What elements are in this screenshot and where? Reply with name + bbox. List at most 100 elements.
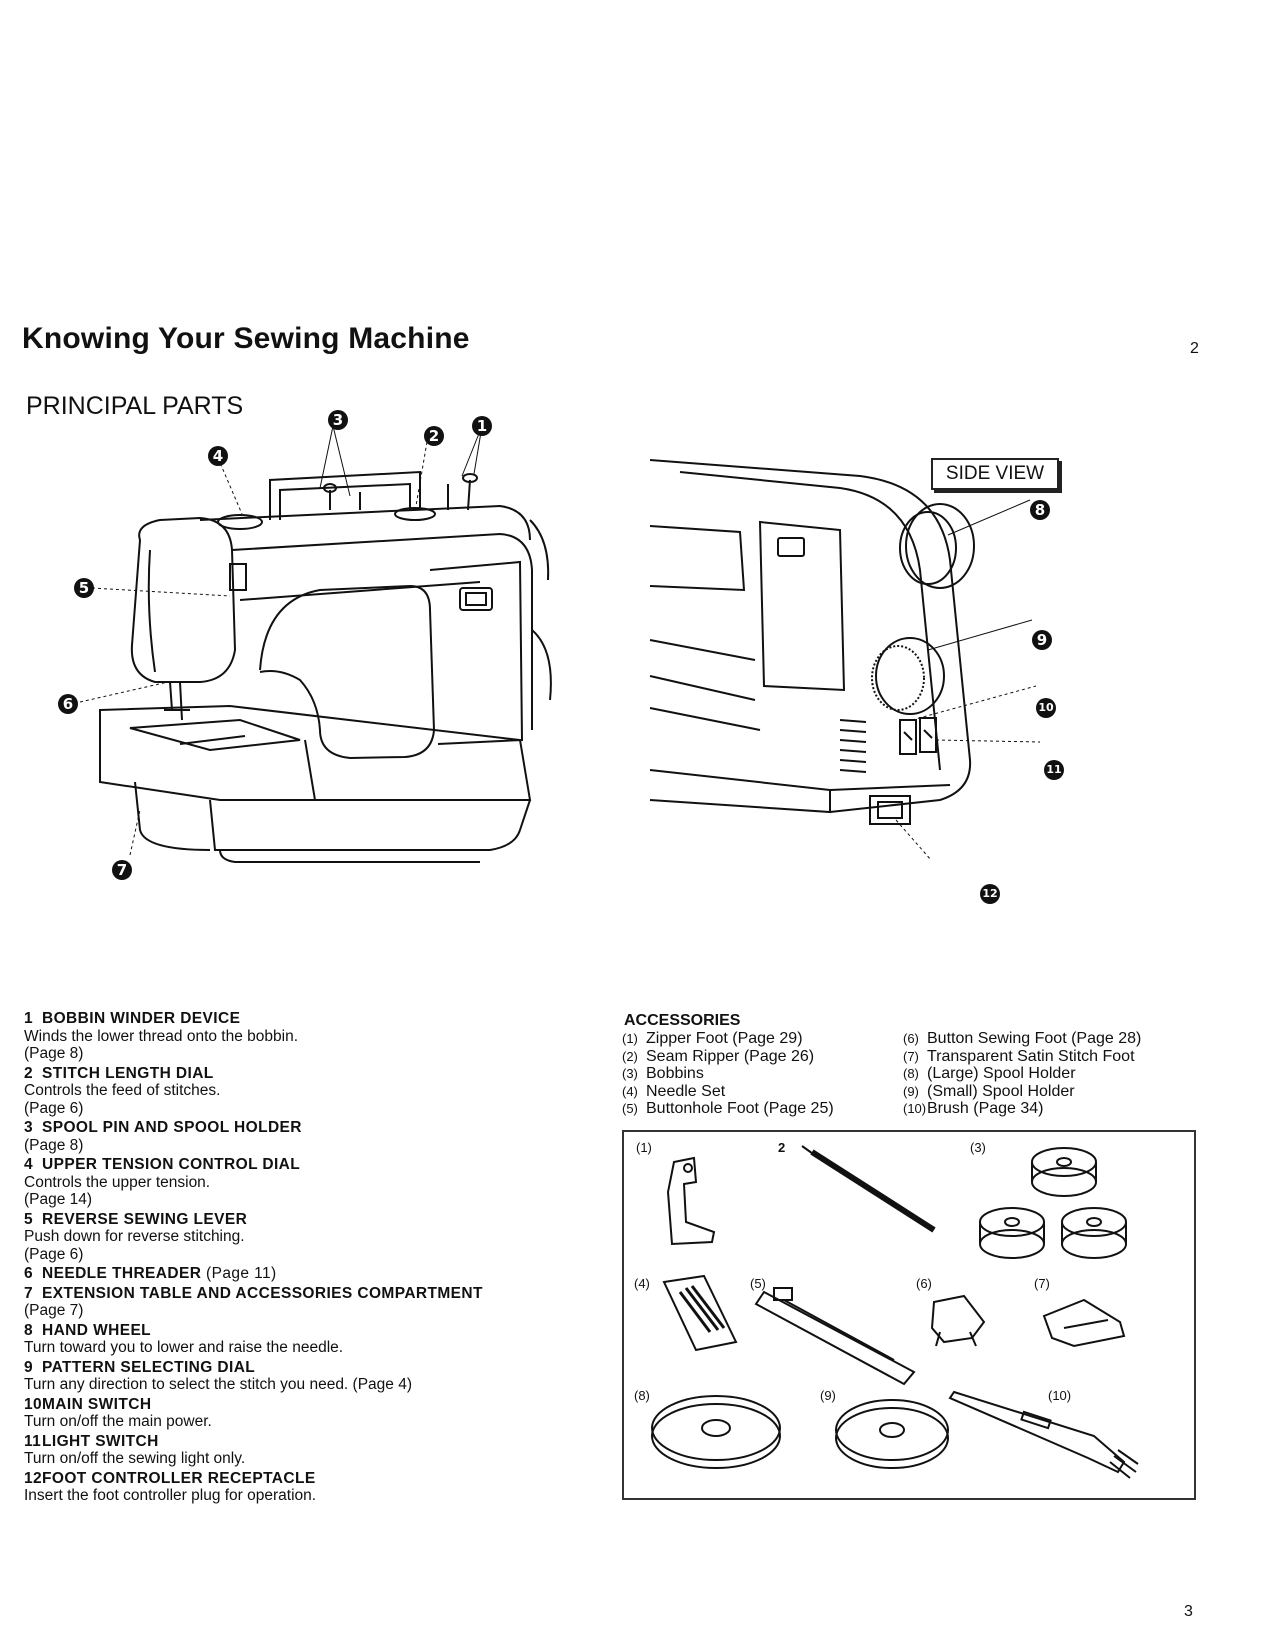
- accessory-number: (2): [622, 1048, 638, 1064]
- part-item-1: 1 BOBBIN WINDER DEVICE Winds the lower th…: [24, 1010, 584, 1063]
- part-number: 6: [24, 1265, 34, 1282]
- part-description: (Page 14): [24, 1191, 93, 1208]
- part-item-2: 2 STITCH LENGTH DIAL Controls the feed of…: [24, 1065, 584, 1118]
- part-number: 2: [24, 1064, 34, 1082]
- accessory-label: Seam Ripper (Page 26): [646, 1047, 815, 1065]
- parts-list: 1 BOBBIN WINDER DEVICE Winds the lower th…: [24, 1010, 584, 1507]
- part-number: 7: [24, 1284, 34, 1302]
- part-description: Turn toward you to lower and raise the n…: [24, 1339, 344, 1356]
- part-description: (Page 6): [24, 1099, 84, 1117]
- part-title: SPOOL PIN AND SPOOL HOLDER: [42, 1119, 302, 1136]
- accessory-label-1: (1): [636, 1140, 652, 1155]
- accessory-label: Needle Set: [646, 1082, 726, 1100]
- callout-4: 4: [208, 446, 228, 466]
- callout-1: 1: [472, 416, 492, 436]
- accessory-label: Buttonhole Foot (Page 25): [646, 1100, 834, 1118]
- callout-9: 9: [1032, 630, 1052, 650]
- accessory-number: (5): [622, 1101, 638, 1117]
- callout-11: 11: [1044, 760, 1064, 780]
- part-description: Controls the feed of stitches.: [24, 1082, 221, 1099]
- part-number: 8: [24, 1321, 34, 1339]
- accessory-label-10: (10): [1048, 1388, 1072, 1403]
- callout-12: 12: [980, 884, 1000, 904]
- accessory-number: (6): [903, 1031, 919, 1046]
- part-item-4: 4 UPPER TENSION CONTROL DIAL Controls the…: [24, 1156, 584, 1209]
- part-title: HAND WHEEL: [42, 1321, 152, 1339]
- part-description: Controls the upper tension.: [24, 1173, 211, 1191]
- accessory-label: (Large) Spool Holder: [927, 1065, 1076, 1083]
- part-description: (Page 8): [24, 1136, 84, 1154]
- callout-10: 10: [1036, 698, 1056, 718]
- part-title: STITCH LENGTH DIAL: [42, 1064, 214, 1082]
- part-description: Turn any direction to select the stitch …: [24, 1376, 412, 1393]
- page-number-bottom: 3: [1184, 1603, 1193, 1620]
- accessory-item: (9) (Small) Spool Holder: [903, 1083, 1141, 1101]
- part-description: Turn on/off the main power.: [24, 1413, 212, 1430]
- part-title: LIGHT SWITCH: [42, 1432, 159, 1450]
- accessory-number: (4): [622, 1083, 638, 1099]
- accessory-label-5: (5): [750, 1276, 766, 1291]
- accessories-drawing: [651, 1145, 1139, 1479]
- part-description: Winds the lower thread onto the bobbin.: [24, 1027, 299, 1045]
- part-title: NEEDLE THREADER: [42, 1265, 202, 1282]
- part-description: (Page 7): [24, 1302, 84, 1319]
- part-item-9: 9 PATTERN SELECTING DIAL Turn any directi…: [24, 1359, 584, 1394]
- part-title: PATTERN SELECTING DIAL: [42, 1358, 256, 1376]
- part-title: BOBBIN WINDER DEVICE: [42, 1010, 241, 1027]
- callout-5: 5: [74, 578, 94, 598]
- callout-6: 6: [58, 694, 78, 714]
- accessory-item: (1)Zipper Foot (Page 29): [622, 1030, 834, 1048]
- accessory-item: (8) (Large) Spool Holder: [903, 1065, 1141, 1083]
- part-number: 11: [24, 1432, 42, 1450]
- accessory-number: (7): [903, 1048, 919, 1064]
- section-heading: PRINCIPAL PARTS: [26, 392, 244, 420]
- accessories-illustration-box: (1) 2 (3) (4) (5) (6) (7) (8) (9) (10): [622, 1130, 1196, 1500]
- accessories-list-right: (6) Button Sewing Foot (Page 28) (7) Trans…: [903, 1030, 1141, 1118]
- part-number: 1: [24, 1010, 34, 1027]
- part-title: EXTENSION TABLE AND ACCESSORIES COMPARTM…: [42, 1284, 483, 1302]
- accessory-item: (10)Brush (Page 34): [903, 1100, 1141, 1118]
- page-title: Knowing Your Sewing Machine: [22, 322, 470, 355]
- page-number-top: 2: [1190, 340, 1199, 357]
- part-item-10: 10MAIN SWITCH Turn on/off the main power…: [24, 1396, 584, 1431]
- part-number: 9: [24, 1358, 34, 1376]
- callout-3: 3: [328, 410, 348, 430]
- callout-7: 7: [112, 860, 132, 880]
- accessory-label: Brush (Page 34): [927, 1100, 1044, 1118]
- accessories-list-left: (1)Zipper Foot (Page 29) (2) Seam Ripper …: [622, 1030, 834, 1118]
- accessory-label: Transparent Satin Stitch Foot: [927, 1047, 1135, 1065]
- part-item-11: 11LIGHT SWITCH Turn on/off the sewing li…: [24, 1433, 584, 1468]
- accessory-label: (Small) Spool Holder: [927, 1082, 1075, 1100]
- machine-front-view-drawing: [79, 425, 552, 863]
- accessory-label: Zipper Foot (Page 29): [646, 1030, 803, 1047]
- accessory-label-8: (8): [634, 1388, 650, 1403]
- part-title: UPPER TENSION CONTROL DIAL: [42, 1156, 301, 1173]
- side-view-label: SIDE VIEW: [931, 458, 1059, 490]
- part-item-8: 8 HAND WHEEL Turn toward you to lower and…: [24, 1322, 584, 1357]
- accessory-label: Button Sewing Foot (Page 28): [927, 1030, 1142, 1047]
- part-item-12: 12FOOT CONTROLLER RECEPTACLE Insert the …: [24, 1470, 584, 1505]
- part-title: MAIN SWITCH: [42, 1395, 152, 1413]
- accessory-item: (5) Buttonhole Foot (Page 25): [622, 1100, 834, 1118]
- accessory-item: (7) Transparent Satin Stitch Foot: [903, 1048, 1141, 1066]
- accessory-item: (6) Button Sewing Foot (Page 28): [903, 1030, 1141, 1048]
- callout-2: 2: [424, 426, 444, 446]
- part-number: 3: [24, 1119, 34, 1136]
- part-description: (Page 6): [24, 1245, 84, 1263]
- part-description: Push down for reverse stitching.: [24, 1228, 245, 1245]
- accessory-label-9: (9): [820, 1388, 836, 1403]
- accessory-label-4: (4): [634, 1276, 650, 1291]
- accessory-number: (8): [903, 1066, 919, 1082]
- accessory-item: (3)Bobbins: [622, 1065, 834, 1083]
- part-number: 4: [24, 1156, 34, 1173]
- part-description: Turn on/off the sewing light only.: [24, 1450, 246, 1467]
- accessory-label-6: (6): [916, 1276, 932, 1291]
- machine-side-view-drawing: [649, 459, 1041, 860]
- accessory-item: (4) Needle Set: [622, 1083, 834, 1101]
- part-title: REVERSE SEWING LEVER: [42, 1210, 248, 1228]
- part-title: FOOT CONTROLLER RECEPTACLE: [42, 1469, 316, 1487]
- accessory-item: (2) Seam Ripper (Page 26): [622, 1048, 834, 1066]
- accessory-number: (9): [903, 1083, 919, 1099]
